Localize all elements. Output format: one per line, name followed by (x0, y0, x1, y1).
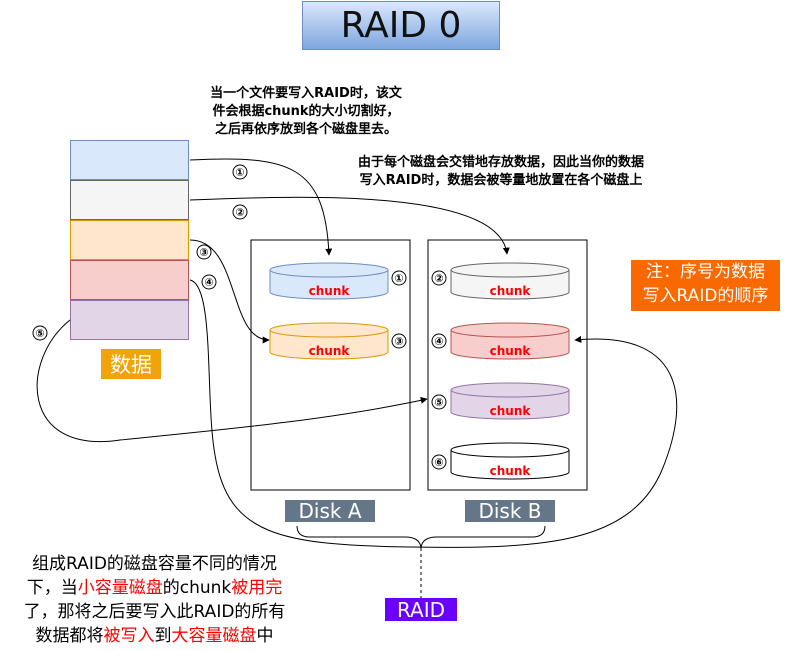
note-emphasis: 大容量磁盘 (171, 626, 257, 646)
order-marker-2: ② (232, 204, 248, 220)
note-text: 到 (154, 626, 172, 646)
chunk-label: chunk (309, 344, 351, 358)
disk-b-marker-1: ② (431, 270, 447, 286)
order-marker-3: ③ (196, 244, 212, 260)
disk-b-chunk-1: chunk (450, 262, 570, 300)
flow-arrow-4 (189, 279, 678, 548)
chunk-label: chunk (490, 404, 532, 418)
data-block-5 (70, 300, 189, 340)
title-box: RAID 0 (302, 1, 500, 50)
note-text: 下，当 (26, 578, 78, 598)
order-note-line: 写入RAID的顺序 (642, 286, 769, 306)
note-emphasis: 被用完 (231, 578, 283, 598)
svg-text:⑤: ⑤ (434, 396, 443, 409)
chunk-label: chunk (490, 344, 532, 358)
order-marker-5: ⑤ (32, 325, 48, 341)
svg-text:③: ③ (199, 246, 208, 259)
capacity-note-line: 下，当小容量磁盘的chunk被用完 (2, 576, 307, 600)
interleave-note-line: 写入RAID时，数据会被等量地放置在各个磁盘上 (359, 173, 643, 188)
disk-b-chunk-2: chunk (450, 322, 570, 360)
svg-text:③: ③ (394, 335, 403, 348)
order-note-line: 注：序号为数据 (646, 262, 765, 282)
disk-a-chunk-1: chunk (269, 262, 389, 300)
flow-arrow-3 (189, 239, 270, 344)
disk-a-label: Disk A (285, 499, 375, 523)
chunk-label: chunk (309, 284, 351, 298)
note-text: 中 (256, 626, 274, 646)
chunk-label: chunk (490, 284, 532, 298)
order-marker-4: ④ (201, 274, 217, 290)
flow-arrow-5 (36, 319, 428, 443)
flow-arrow-1 (189, 158, 333, 256)
svg-text:①: ① (394, 272, 403, 285)
note-emphasis: 被写入 (103, 626, 155, 646)
chunk-label: chunk (490, 464, 532, 478)
order-marker-1: ① (232, 164, 248, 180)
data-block-2 (70, 180, 189, 220)
svg-text:⑤: ⑤ (35, 327, 44, 340)
diagram-title: RAID 0 (340, 5, 462, 46)
capacity-note-line: 组成RAID的磁盘容量不同的情况 (32, 554, 277, 574)
order-note: 注：序号为数据 写入RAID的顺序 (631, 260, 780, 311)
disk-b-chunk-3: chunk (450, 382, 570, 420)
split-note-line: 件会根据chunk的大小切割好， (212, 104, 400, 119)
raid-brace (296, 525, 546, 549)
data-label: 数据 (101, 349, 161, 379)
disk-b-label: Disk B (465, 499, 555, 523)
svg-text:②: ② (235, 206, 244, 219)
svg-text:④: ④ (204, 276, 213, 289)
capacity-note: 组成RAID的磁盘容量不同的情况 下，当小容量磁盘的chunk被用完 了，那将之… (2, 552, 307, 648)
svg-text:①: ① (235, 166, 244, 179)
split-note-line: 之后再依序放到各个磁盘里去。 (214, 122, 397, 137)
disk-a-marker-2: ③ (391, 333, 407, 349)
note-text: 数据都将 (35, 626, 104, 646)
disk-b-marker-2: ④ (431, 333, 447, 349)
disk-b-chunk-4: chunk (450, 442, 570, 480)
svg-text:②: ② (434, 272, 443, 285)
capacity-note-line: 了，那将之后要写入此RAID的所有 (23, 602, 286, 622)
svg-text:⑥: ⑥ (434, 456, 443, 469)
interleave-note: 由于每个磁盘会交错地存放数据，因此当你的数据 写入RAID时，数据会被等量地放置… (326, 154, 676, 190)
disk-a-chunk-2: chunk (269, 322, 389, 360)
capacity-note-line: 数据都将被写入到大容量磁盘中 (2, 624, 307, 648)
disk-b-marker-4: ⑥ (431, 454, 447, 470)
data-block-1 (70, 140, 189, 180)
data-block-4 (70, 260, 189, 300)
svg-text:④: ④ (434, 335, 443, 348)
disk-a-marker-1: ① (391, 270, 407, 286)
data-block-3 (70, 220, 189, 260)
split-note-line: 当一个文件要写入RAID时，该文 (210, 86, 402, 101)
disk-b-marker-3: ⑤ (431, 394, 447, 410)
note-text: 的chunk (162, 578, 232, 598)
split-note: 当一个文件要写入RAID时，该文 件会根据chunk的大小切割好， 之后再依序放… (175, 85, 437, 139)
interleave-note-line: 由于每个磁盘会交错地存放数据，因此当你的数据 (357, 155, 644, 170)
flow-arrow-2 (189, 196, 510, 255)
raid-label: RAID (385, 598, 457, 622)
note-emphasis: 小容量磁盘 (77, 578, 163, 598)
